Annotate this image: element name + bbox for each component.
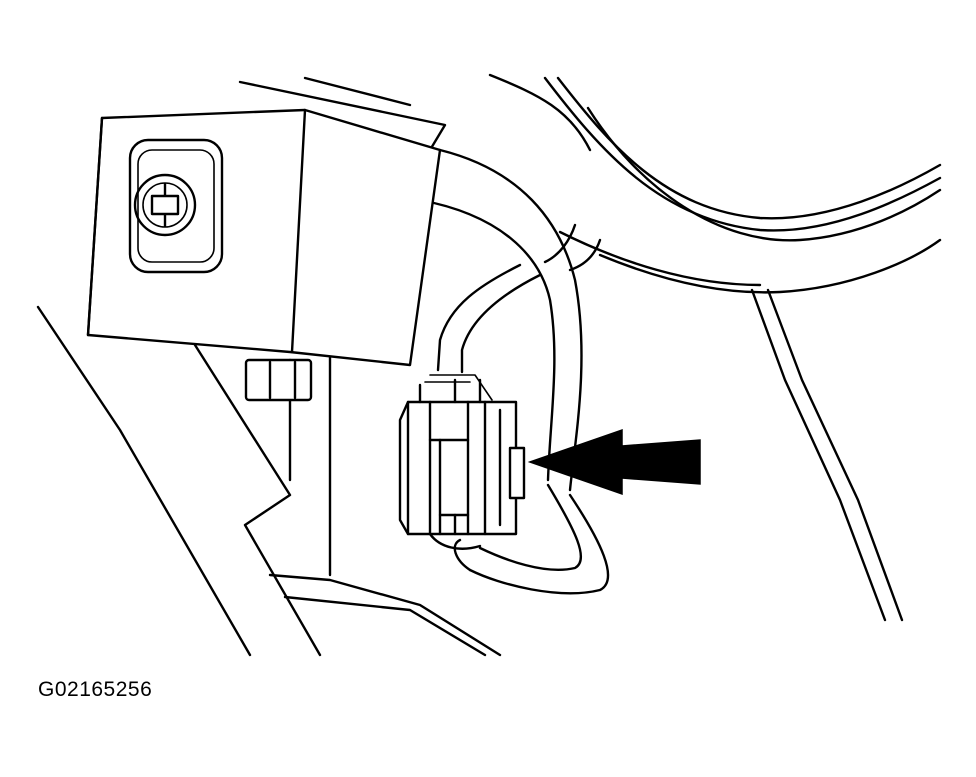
trim-panel-lines [488,73,942,622]
callout-arrow-icon [527,428,701,496]
bracket-lines [36,76,502,657]
module-mounting-tab [244,358,313,402]
wiring-harness [418,148,610,595]
electrical-connector [398,374,526,550]
figure-id-label: G02165256 [38,678,153,701]
fastener-screw-icon [128,138,224,274]
